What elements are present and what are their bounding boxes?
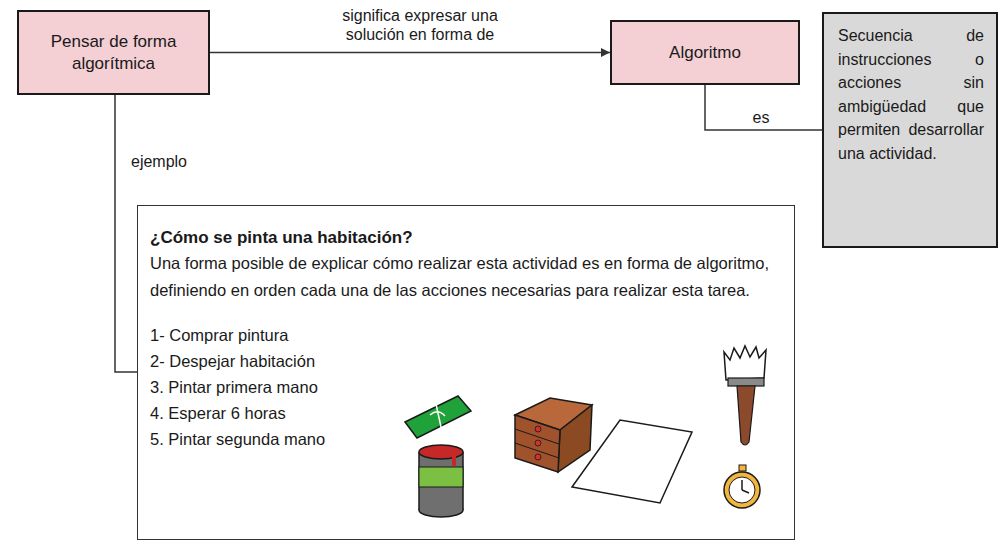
chest-of-drawers-icon xyxy=(535,454,541,460)
concept-box: Algoritmo xyxy=(610,20,800,85)
concept-box: Pensar de forma algorítmica xyxy=(17,10,210,95)
paint-can-icon xyxy=(419,445,463,517)
stopwatch-icon xyxy=(724,465,760,508)
connector xyxy=(210,52,610,54)
stopwatch-icon xyxy=(729,477,755,503)
step-item: 5. Pintar segunda mano xyxy=(150,426,400,452)
paint-can-icon xyxy=(419,452,463,510)
money-icon xyxy=(405,396,471,438)
edge-label: es xyxy=(746,108,776,127)
brush-icon xyxy=(737,386,755,445)
node-text: Algoritmo xyxy=(669,42,741,64)
chest-of-drawers-icon xyxy=(558,405,592,472)
example-heading: ¿Cómo se pinta una habitación? xyxy=(150,226,780,250)
brush-icon xyxy=(724,346,766,380)
brush-icon xyxy=(724,346,766,445)
node-text: Secuencia de instrucciones o acciones si… xyxy=(838,24,984,165)
brush-icon xyxy=(728,378,764,386)
step-item: 2- Despejar habitación xyxy=(150,348,400,374)
connector xyxy=(705,85,822,130)
edge-label: ejemplo xyxy=(124,152,194,171)
chest-of-drawers-icon xyxy=(515,398,592,472)
cloth-icon xyxy=(572,420,692,503)
stopwatch-icon xyxy=(741,480,743,490)
paint-can-icon xyxy=(419,445,463,459)
step-item: 3. Pintar primera mano xyxy=(150,374,400,400)
definition-box: Secuencia de instrucciones o acciones si… xyxy=(822,12,998,248)
paint-can-icon xyxy=(419,467,463,487)
stopwatch-icon xyxy=(742,490,749,493)
paint-can-icon xyxy=(452,456,456,467)
cloth-icon xyxy=(572,420,692,503)
money-icon xyxy=(405,396,471,438)
money-icon xyxy=(430,404,445,427)
node-text: Pensar de forma algorítmica xyxy=(29,31,198,75)
example-body: Una forma posible de explicar cómo reali… xyxy=(150,250,775,304)
chest-of-drawers-icon xyxy=(535,426,541,432)
stopwatch-icon xyxy=(724,472,760,508)
step-item: 4. Esperar 6 horas xyxy=(150,400,400,426)
chest-of-drawers-icon xyxy=(535,440,541,446)
connector xyxy=(115,95,137,372)
step-item: 1- Comprar pintura xyxy=(150,322,400,348)
chest-of-drawers-icon xyxy=(515,415,560,472)
stopwatch-icon xyxy=(739,465,746,471)
edge-label: significa expresar una solución en forma… xyxy=(320,6,520,44)
example-box: ¿Cómo se pinta una habitación?Una forma … xyxy=(137,205,795,540)
